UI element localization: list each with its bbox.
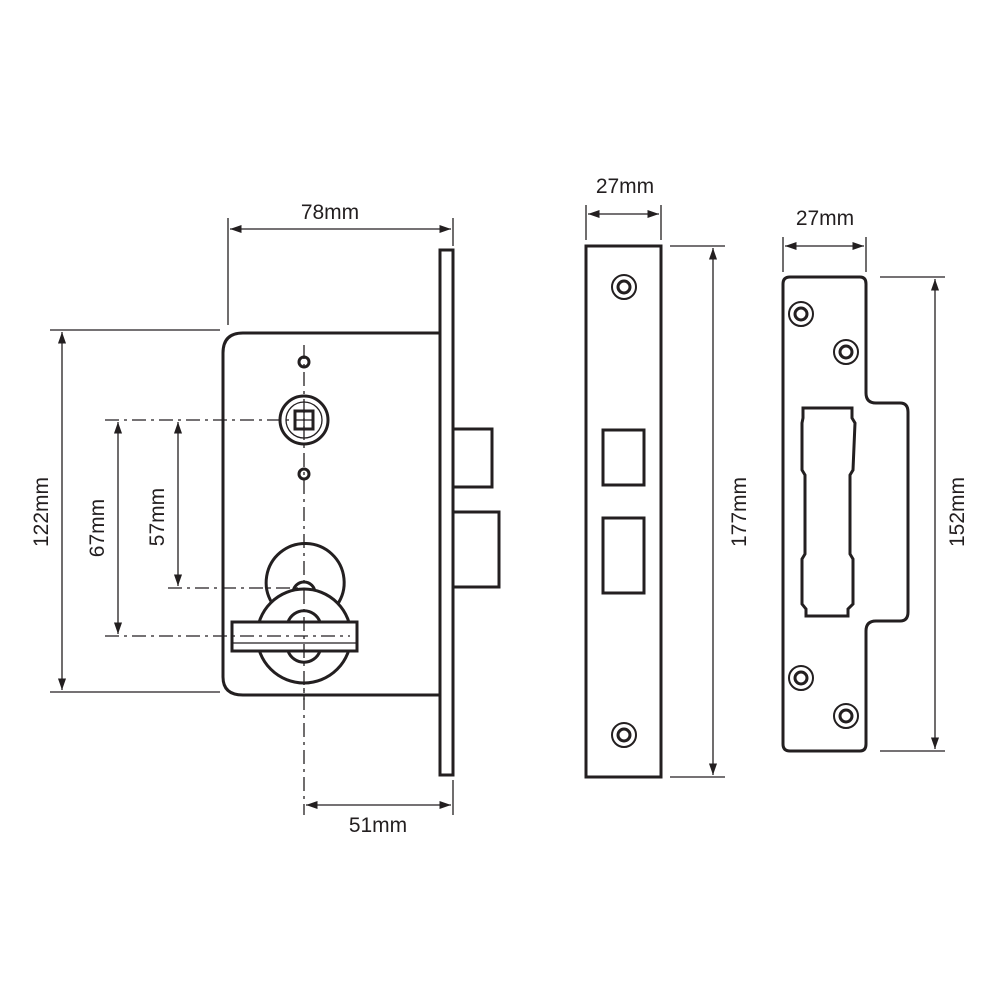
height-label: 122mm (30, 477, 53, 547)
screw-icon (838, 708, 854, 724)
dead-bolt (451, 510, 501, 589)
dimension-strike-width: 27mm (782, 207, 867, 272)
dimension-67mm: 67mm (86, 419, 350, 637)
forend-height-label: 177mm (728, 477, 751, 547)
latch-bolt (451, 427, 494, 489)
strike-plate (781, 275, 910, 753)
turn-centres-label: 57mm (146, 488, 169, 546)
fixing-hole (297, 355, 311, 369)
dimension-51mm: 51mm (306, 780, 454, 837)
fixing-hole (297, 467, 311, 481)
lock-case (221, 248, 501, 815)
thumbturn (230, 541, 359, 700)
screw-icon (793, 670, 809, 686)
dimension-122mm: 122mm (30, 329, 220, 693)
lever-centres-label: 67mm (86, 499, 109, 557)
dimension-strike-height: 152mm (880, 276, 969, 752)
strike-keep-opening (800, 406, 857, 618)
forend-plate (584, 244, 663, 779)
strike-width-label: 27mm (796, 207, 854, 230)
dimension-forend-height: 177mm (670, 245, 751, 778)
lock-forend (438, 248, 455, 777)
screw-icon (616, 279, 632, 295)
forend-width-label: 27mm (596, 175, 654, 198)
latch-slot (601, 428, 646, 487)
screw-icon (793, 306, 809, 322)
screw-icon (838, 344, 854, 360)
screw-icon (616, 727, 632, 743)
bolt-slot (601, 516, 646, 595)
dimension-78mm: 78mm (227, 201, 454, 325)
dimension-forend-width: 27mm (585, 175, 662, 240)
width-label: 78mm (301, 201, 359, 224)
backset-label: 51mm (349, 814, 407, 837)
dimension-57mm: 57mm (146, 422, 300, 589)
strike-height-label: 152mm (946, 477, 969, 547)
